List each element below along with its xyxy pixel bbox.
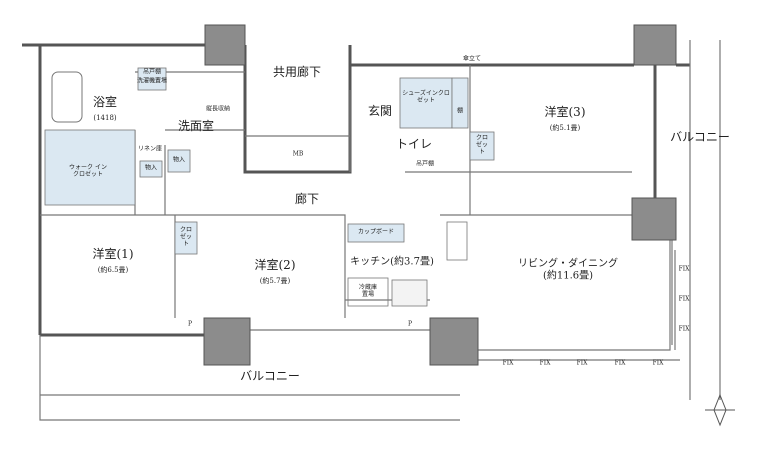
linen-closet-label: リネン庫 — [137, 145, 163, 153]
entrance-label: 玄関 — [367, 104, 393, 119]
umbrella-stand-label: 傘立て — [462, 55, 482, 63]
fix-window-label: FIX — [678, 295, 690, 303]
closet-2-label: クロ ゼット — [179, 226, 192, 248]
stove — [391, 279, 428, 307]
toilet-label: トイレ — [395, 137, 433, 152]
fridge-space-label: 冷蔵庫 置場 — [358, 284, 377, 298]
bathtub — [51, 71, 83, 123]
compass-icon — [705, 393, 735, 427]
walk-in-closet-label: ウォーク イン クロゼット — [69, 164, 107, 178]
storage-b-label: 物入 — [144, 164, 158, 172]
fix-window-label: FIX — [614, 359, 626, 367]
left-walls — [38, 45, 204, 337]
fix-window-label: FIX — [678, 265, 690, 273]
closet-3-label: クロ ゼット — [475, 134, 488, 156]
bathroom-label: 浴室(1418) — [92, 95, 118, 122]
washroom-label: 洗面室 — [177, 119, 215, 134]
western-room-2-label: 洋室(2)(約5.7畳) — [254, 258, 296, 285]
right-walls — [653, 63, 690, 198]
balcony-bottom-label: バルコニー — [240, 369, 300, 384]
living-dining-label: リビング・ダイニング(約11.6畳) — [518, 258, 618, 282]
pipe-space-1-label: P — [187, 320, 193, 328]
hallway-label: 廊下 — [294, 192, 320, 207]
sink — [446, 221, 468, 261]
shelf-label: 棚 — [456, 107, 464, 115]
common-corridor-label: 共用廊下 — [272, 65, 322, 80]
columns — [203, 24, 677, 366]
toilet-cabinet-label: 吊戸棚 — [415, 160, 435, 168]
fix-window-label: FIX — [678, 325, 690, 333]
cupboard-label: カップボード — [357, 228, 395, 236]
mb-label: MB — [292, 150, 304, 158]
storage-label: 縦長収納 — [205, 105, 231, 113]
storage-areas — [44, 67, 495, 255]
shoes-closet-label: シューズインクロゼット — [402, 90, 450, 104]
western-room-3-label: 洋室(3)(約5.1畳) — [544, 105, 586, 132]
balcony-right-label: バルコニー — [670, 130, 730, 145]
washer-space-label: 洗濯機置場 — [136, 77, 168, 85]
pipe-space-2-label: P — [407, 320, 413, 328]
western-room-1-label: 洋室(1)(約6.5畳) — [92, 247, 134, 274]
kitchen-label: キッチン(約3.7畳) — [350, 256, 434, 268]
storage-a-label: 物入 — [172, 156, 186, 164]
fix-window-label: FIX — [576, 359, 588, 367]
fix-window-label: FIX — [502, 359, 514, 367]
fix-window-label: FIX — [652, 359, 664, 367]
hanging-cabinet-label: 吊戸棚 — [142, 68, 162, 76]
fix-window-label: FIX — [539, 359, 551, 367]
